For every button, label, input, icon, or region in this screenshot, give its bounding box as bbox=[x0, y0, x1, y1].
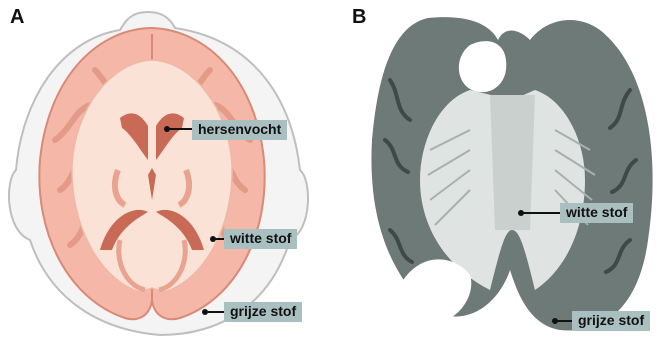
leader-line-white-b bbox=[522, 212, 560, 214]
panel-letter-a: A bbox=[10, 6, 24, 29]
label-grey-matter-a: grijze stof bbox=[224, 302, 302, 322]
leader-line-csf bbox=[168, 128, 192, 130]
brain-axial-section bbox=[39, 28, 264, 319]
label-white-matter-a: witte stof bbox=[224, 229, 297, 249]
brain-specimen-section bbox=[371, 17, 652, 330]
label-grey-matter-b: grijze stof bbox=[572, 311, 650, 331]
panel-letter-b: B bbox=[352, 6, 366, 29]
label-white-matter-b: witte stof bbox=[560, 203, 633, 223]
leader-line-grey-b bbox=[556, 320, 572, 322]
label-csf: hersenvocht bbox=[192, 120, 287, 140]
leader-line-white-a bbox=[214, 238, 224, 240]
leader-line-grey-a bbox=[206, 311, 224, 313]
